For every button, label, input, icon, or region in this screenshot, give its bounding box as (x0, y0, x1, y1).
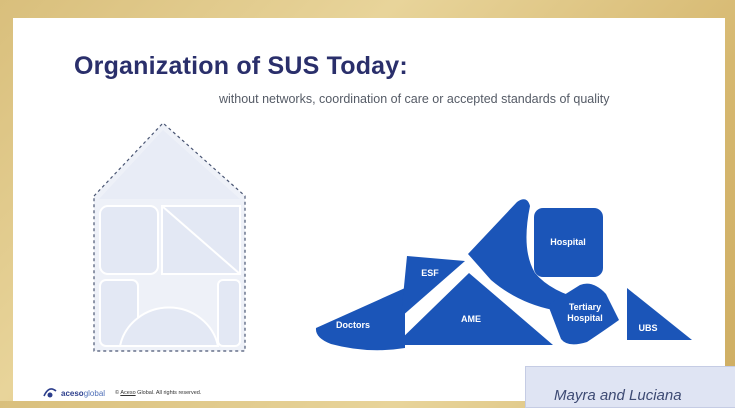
house-outline (93, 122, 246, 352)
esf-label: ESF (421, 268, 439, 278)
footer-copyright: © Aceso Global. All rights reserved. (115, 390, 201, 396)
footer-logo: acesoglobal (61, 389, 105, 398)
copyright-symbol: © (115, 390, 120, 396)
doctors-label: Doctors (336, 320, 370, 330)
caption-box: Mayra and Luciana (525, 366, 735, 408)
logo-bold-text: aceso (61, 388, 84, 398)
hospital-piece (534, 208, 603, 277)
house-slot-bottom-right (217, 279, 241, 347)
ubs-label: UBS (638, 323, 657, 333)
ame-label: AME (461, 314, 481, 324)
puzzle-pieces: Doctors ESF AME Hospital Tertiary Hospit… (315, 199, 692, 351)
tertiary-hospital-piece (548, 283, 619, 345)
slide: Organization of SUS Today: without netwo… (13, 18, 725, 401)
doctors-piece (315, 288, 405, 351)
logo-light-text: global (83, 388, 106, 398)
house-slot-diagonal (161, 205, 241, 275)
hospital-label: Hospital (550, 237, 586, 247)
tertiary-label-line2: Hospital (567, 313, 603, 323)
tertiary-label-line1: Tertiary (569, 302, 601, 312)
caption-text: Mayra and Luciana (554, 387, 682, 404)
slide-title: Organization of SUS Today: (74, 52, 408, 80)
copyright-org: Aceso (120, 390, 136, 396)
copyright-rest: Global. All rights reserved. (137, 390, 202, 396)
house-slot-arch (118, 306, 220, 347)
ubs-piece (627, 288, 692, 340)
ame-piece (395, 273, 553, 345)
aceso-logo-icon (43, 388, 57, 398)
footer: acesoglobal © Aceso Global. All rights r… (43, 386, 201, 400)
esf-piece (401, 256, 465, 317)
house-slot-left (99, 205, 159, 275)
connector-piece (468, 199, 585, 310)
diagram: Doctors ESF AME Hospital Tertiary Hospit… (93, 122, 692, 352)
slide-subtitle: without networks, coordination of care o… (219, 92, 610, 106)
